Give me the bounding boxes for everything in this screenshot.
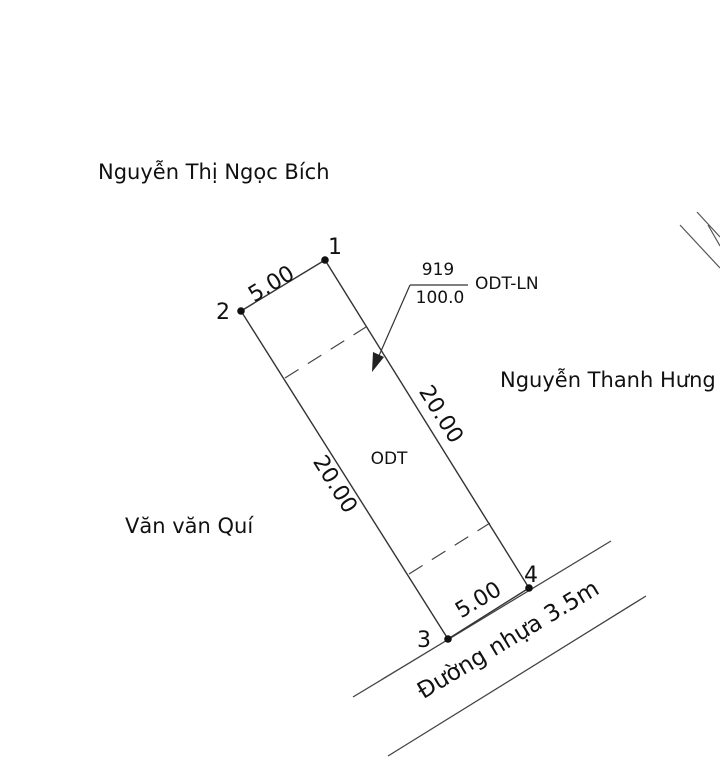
vertex-4-label: 4 — [524, 563, 538, 588]
vertex-markers — [237, 256, 533, 643]
vertex-2-label: 2 — [216, 300, 230, 325]
setback-line-south — [408, 522, 491, 575]
parcel-leader — [372, 284, 468, 372]
road-edge-upper — [352, 540, 612, 698]
road-edges — [352, 540, 647, 757]
neighbor-line-a — [679, 224, 720, 269]
parcel-number: 919 — [422, 260, 454, 280]
vertex-1-marker — [321, 256, 329, 264]
neighbor-line-c — [707, 224, 720, 247]
road-edge-lower — [387, 595, 647, 757]
parcel-area: 100.0 — [416, 288, 465, 308]
setback-lines — [284, 326, 491, 575]
neighbor-parcel-lines — [679, 211, 720, 269]
parcel-zone-label: ODT — [371, 449, 408, 469]
dimension-left: 20.00 — [307, 451, 362, 518]
leader-line — [377, 284, 411, 359]
vertex-4-marker — [525, 584, 533, 592]
setback-line-north — [284, 326, 367, 379]
vertex-3-label: 3 — [417, 628, 431, 653]
neighbor-line-b — [696, 211, 720, 238]
owner-west: Văn văn Quí — [125, 514, 254, 538]
leader-arrowhead — [372, 352, 384, 372]
vertex-2-marker — [237, 307, 245, 315]
vertex-1-label: 1 — [328, 235, 342, 260]
vertex-3-marker — [444, 635, 452, 643]
owner-north: Nguyễn Thị Ngọc Bích — [98, 159, 330, 184]
dimension-bottom: 5.00 — [451, 577, 506, 624]
owner-east: Nguyễn Thanh Hưng — [500, 367, 716, 392]
parcel-land-type: ODT-LN — [475, 274, 539, 294]
dimension-top: 5.00 — [244, 261, 299, 308]
